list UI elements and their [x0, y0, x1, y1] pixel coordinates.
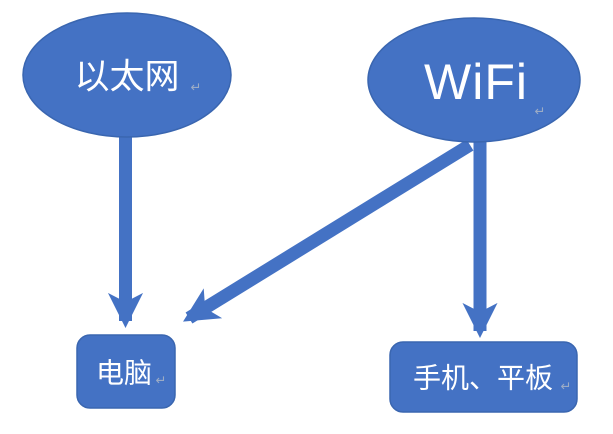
return-mark-icon: ↵ [156, 372, 167, 387]
node-computer-label: 电脑 [96, 357, 152, 388]
node-wifi-label: WiFi [424, 54, 528, 110]
node-phone-tablet-label: 手机、平板 [413, 362, 553, 393]
edges-group [107, 134, 498, 339]
edge-wifi-to-computer [183, 139, 474, 324]
node-computer-box [76, 334, 176, 409]
node-phone-tablet-box [389, 341, 578, 413]
return-mark-icon: ↵ [561, 378, 572, 393]
nodes-group: 以太网 ↵ WiFi ↵ 电脑 ↵ 手机、平板 ↵ [22, 12, 581, 413]
node-ethernet-ellipse [22, 12, 232, 138]
return-mark-icon: ↵ [535, 103, 546, 118]
return-mark-icon: ↵ [191, 79, 202, 94]
node-wifi-ellipse [367, 17, 581, 143]
node-ethernet-label: 以太网 [74, 57, 179, 96]
